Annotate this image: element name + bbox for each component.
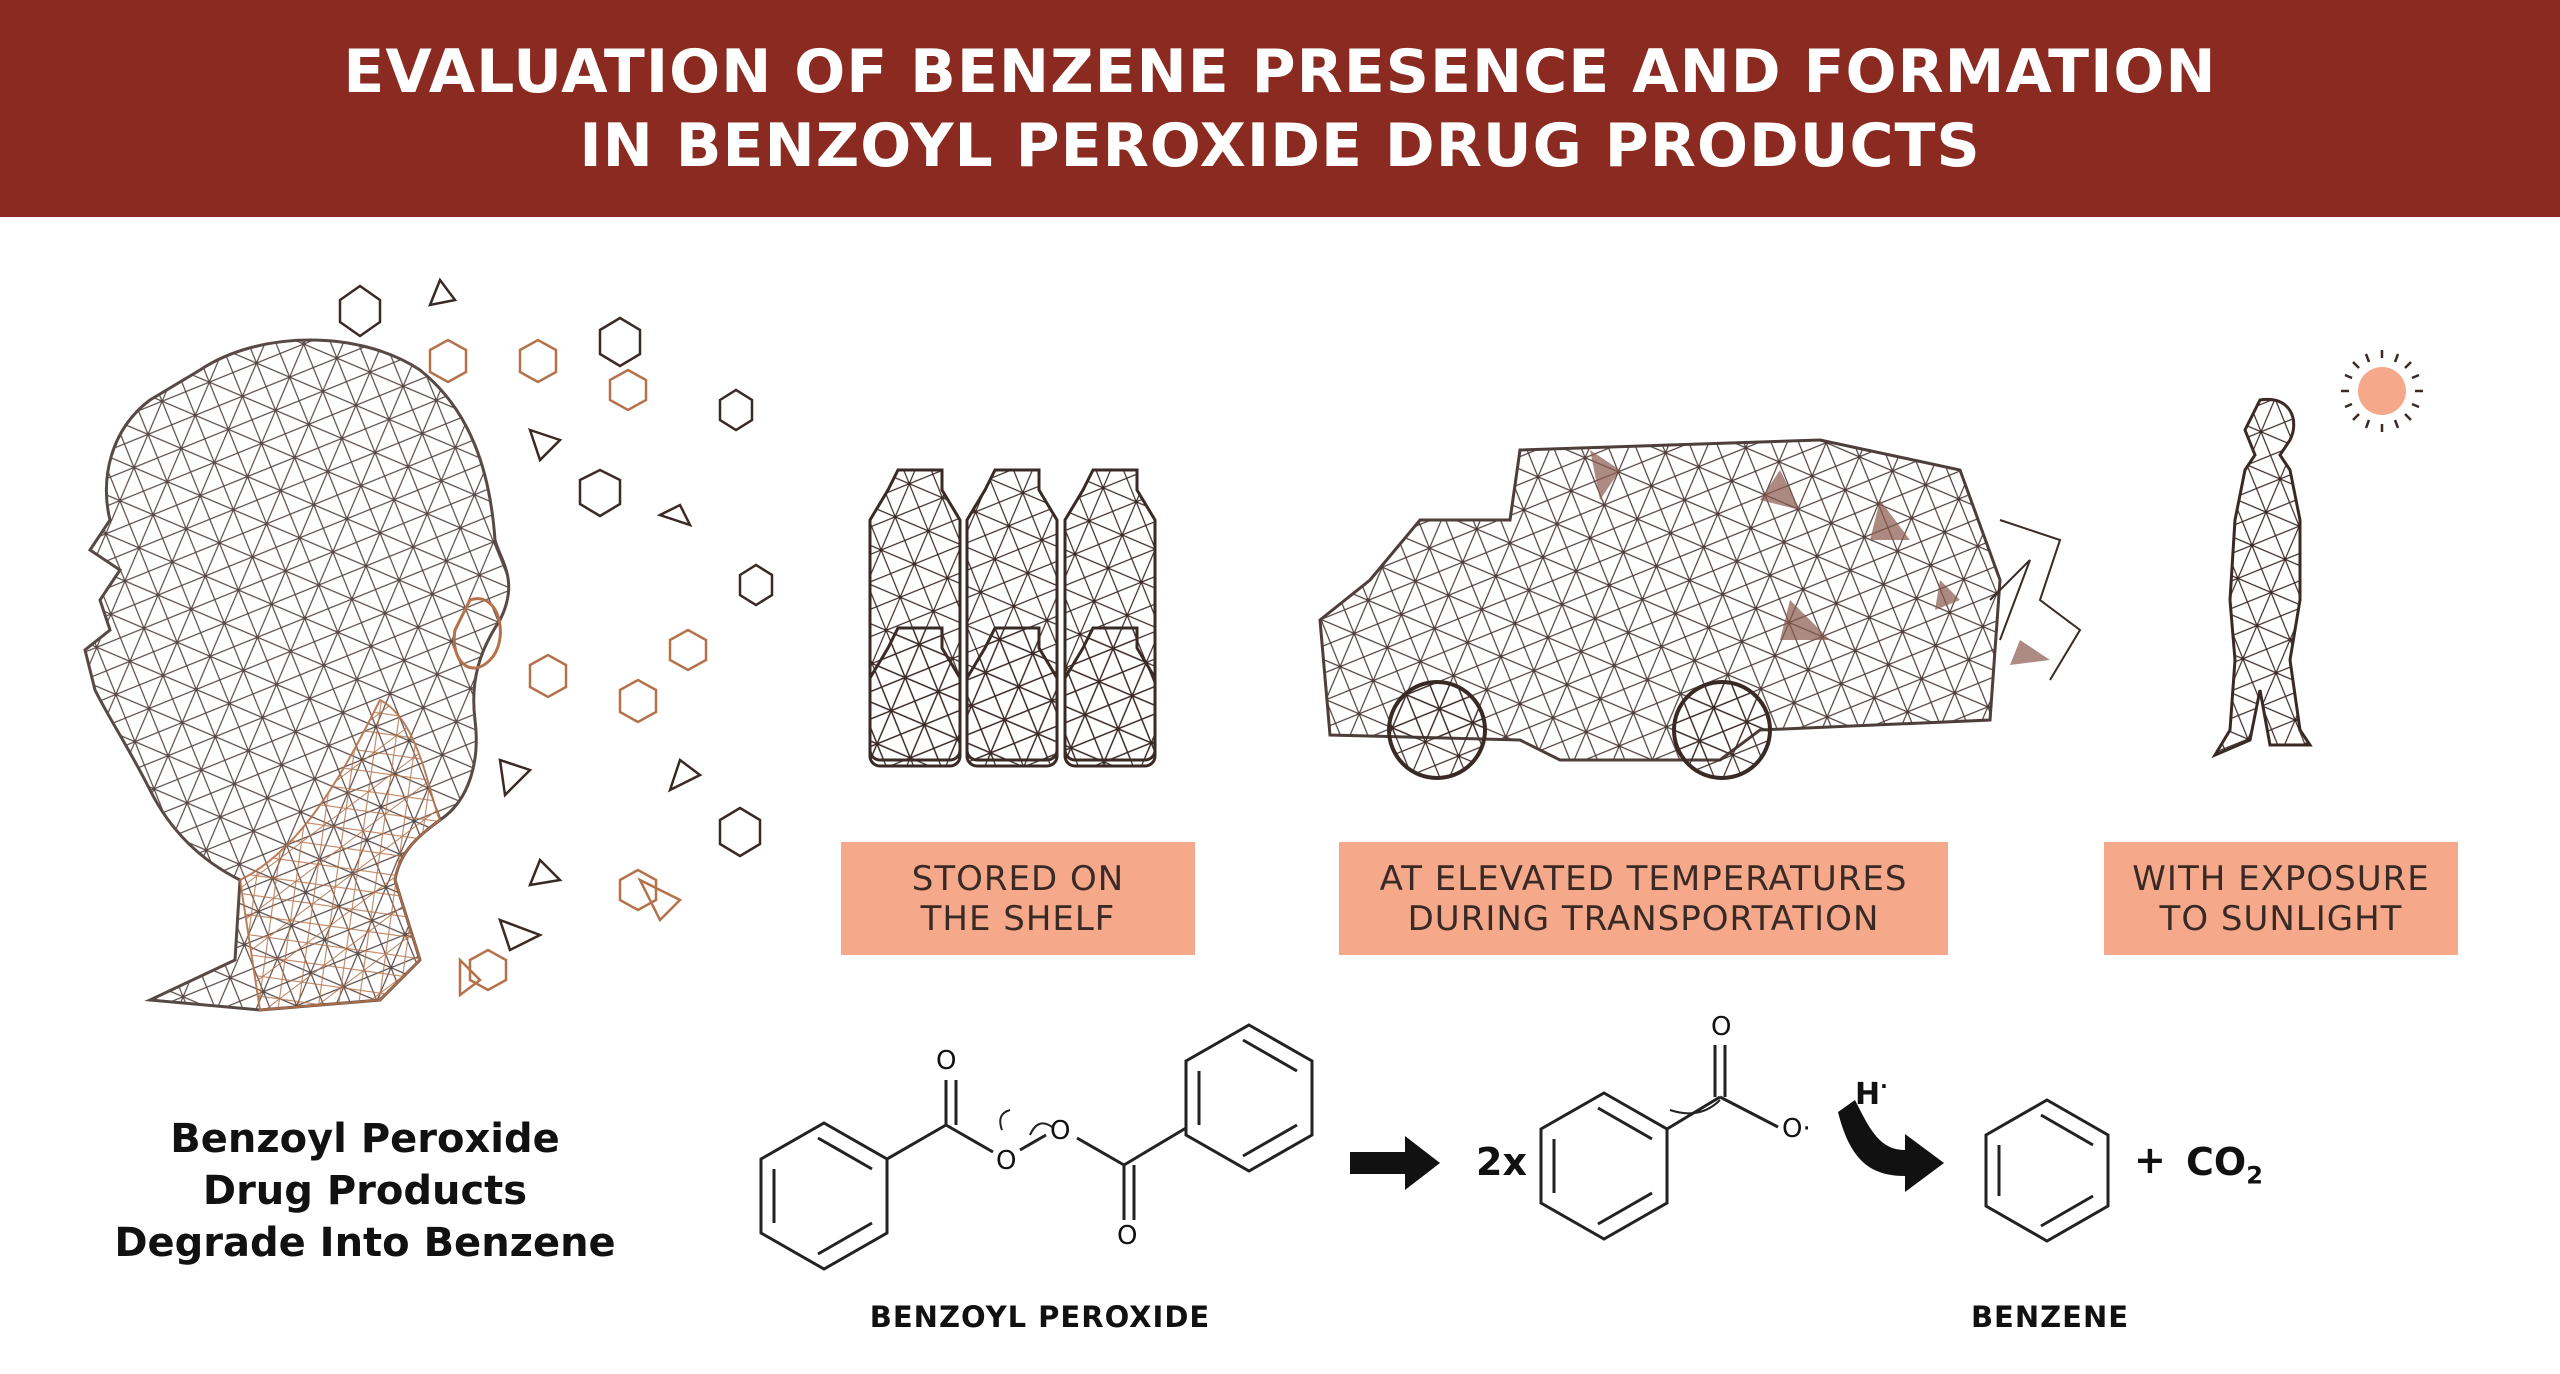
plus-sign: + [2134,1138,2166,1182]
product-name: BENZENE [1970,1300,2130,1334]
label-elevated-temperatures: AT ELEVATED TEMPERATURES DURING TRANSPOR… [1339,842,1948,955]
vial-icon [1063,626,1157,768]
label-sunlight-exposure: WITH EXPOSURE TO SUNLIGHT [2104,842,2458,955]
benzene-structure [1984,1098,2110,1243]
atom-o-radical: O· [1782,1114,1811,1144]
label-line: THE SHELF [920,898,1116,939]
reactant-name: BENZOYL PEROXIDE [869,1300,1211,1334]
atom-o-carbonyl-2: O [1117,1221,1138,1251]
benzoyloxy-radical-structure [1539,1045,1779,1241]
label-line: STORED ON [911,858,1125,899]
label-line: DURING TRANSPORTATION [1407,898,1880,939]
truck-icon [1318,438,2082,780]
right-arrow-icon [1350,1136,1440,1190]
caption-line: Degrade Into Benzene [114,1220,616,1266]
co2-main: CO [2186,1140,2247,1184]
caption-line: Drug Products [202,1168,528,1214]
atom-o-peroxide-2: O [1050,1116,1071,1146]
label-line: WITH EXPOSURE [2132,858,2430,899]
vial-icon [965,626,1059,768]
polygon-head-icon [83,277,774,1012]
sun-icon [2341,350,2423,432]
benzoyl-peroxide-structure [759,1023,1314,1271]
caption-line: Benzoyl Peroxide [170,1116,560,1162]
label-line: AT ELEVATED TEMPERATURES [1379,858,1908,899]
atom-o-radical-carbonyl: O [1711,1012,1732,1042]
radical-dot: · [1880,1074,1888,1098]
vial-icon [868,626,962,768]
hydrogen-label: H [1855,1077,1881,1112]
title-line-2: IN BENZOYL PEROXIDE DRUG PRODUCTS [579,110,1981,181]
title-banner: EVALUATION OF BENZENE PRESENCE AND FORMA… [0,0,2560,217]
atom-o-carbonyl-1: O [936,1046,957,1076]
coefficient-2x: 2x [1476,1140,1527,1184]
walking-person-icon [2211,397,2313,759]
right-arrow-icon [1838,1100,1944,1192]
hydrogen-atom: H· [1855,1074,1888,1112]
vial-group [868,468,1157,768]
co2-formula: CO2 [2186,1140,2263,1190]
label-line: TO SUNLIGHT [2159,898,2403,939]
co2-subscript: 2 [2246,1161,2263,1190]
atom-o-peroxide-1: O [996,1146,1017,1176]
title-line-1: EVALUATION OF BENZENE PRESENCE AND FORMA… [343,36,2217,107]
head-caption: Benzoyl Peroxide Drug Products Degrade I… [80,1113,650,1269]
label-stored-on-shelf: STORED ON THE SHELF [841,842,1195,955]
